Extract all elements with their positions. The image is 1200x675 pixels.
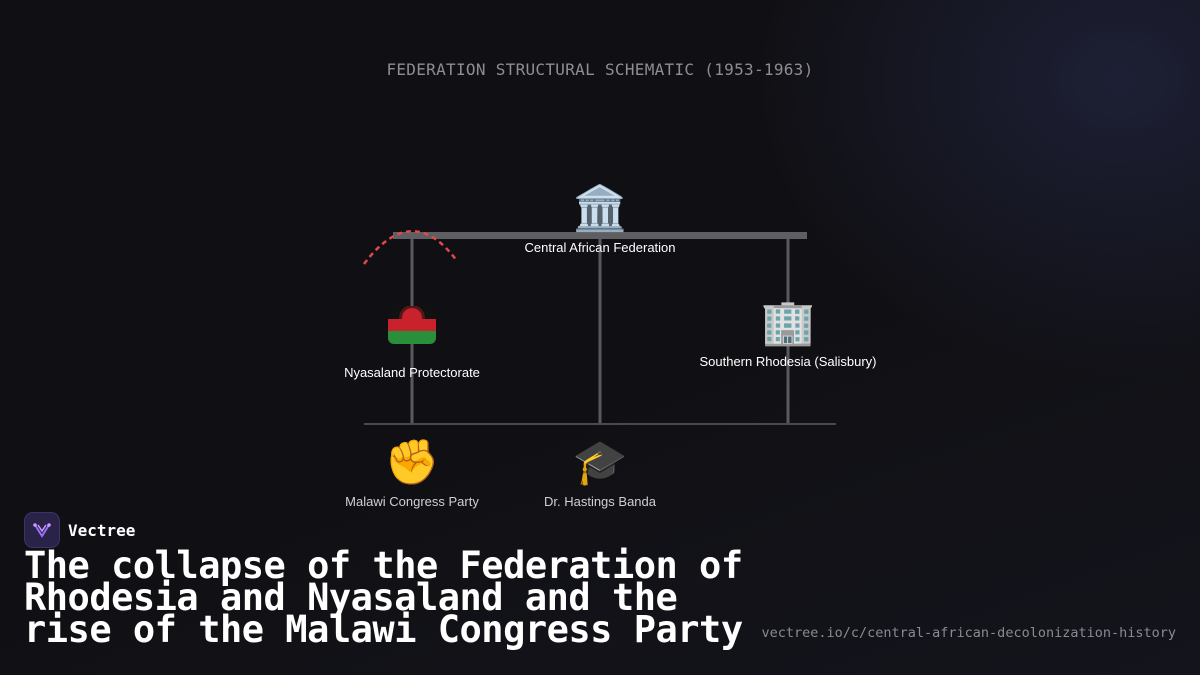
brand-name: Vectree	[68, 520, 136, 540]
headline: The collapse of the Federation of Rhodes…	[24, 544, 743, 651]
graduation-cap-icon: 🎓	[572, 437, 628, 488]
classical-building-icon: 🏛️	[572, 183, 628, 234]
node-malawi-congress-party: ✊ Malawi Congress Party	[282, 437, 542, 510]
office-building-icon: 🏢	[760, 297, 816, 348]
vectree-logo-icon	[24, 512, 60, 548]
node-label: Nyasaland Protectorate	[344, 365, 480, 380]
node-label: Southern Rhodesia (Salisbury)	[699, 354, 877, 369]
federation-top-bar	[393, 232, 807, 239]
raised-fist-icon: ✊	[384, 437, 440, 488]
breakaway-arc	[363, 230, 459, 265]
node-southern-rhodesia: 🏢 Southern Rhodesia (Salisbury)	[658, 297, 918, 370]
node-central-african-federation: 🏛️ Central African Federation	[470, 183, 730, 256]
source-url[interactable]: vectree.io/c/central-african-decolonizat…	[761, 625, 1176, 641]
malawi-flag-icon	[388, 306, 436, 344]
node-hastings-banda: 🎓 Dr. Hastings Banda	[470, 437, 730, 510]
schematic-title: FEDERATION STRUCTURAL SCHEMATIC (1953-19…	[386, 60, 814, 79]
node-nyasaland-protectorate: Nyasaland Protectorate	[282, 302, 542, 380]
node-label: Central African Federation	[524, 240, 676, 255]
node-label: Malawi Congress Party	[345, 494, 479, 509]
node-label: Dr. Hastings Banda	[543, 494, 656, 509]
brand[interactable]: Vectree	[24, 512, 135, 548]
